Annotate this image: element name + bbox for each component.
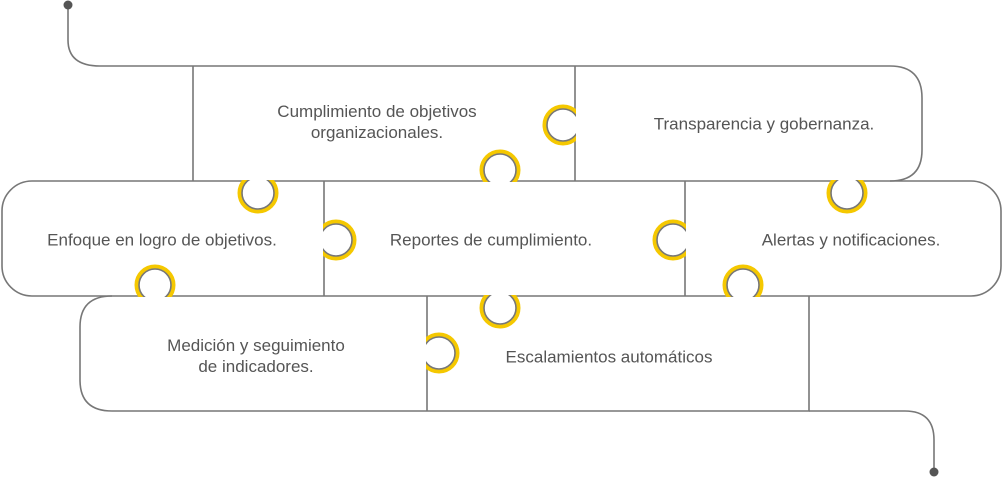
puzzle-knob-icon	[303, 218, 357, 262]
puzzle-knob-icon	[721, 264, 765, 317]
puzzle-knob-icon	[825, 160, 869, 214]
piece-enfoque: Enfoque en logro de objetivos.	[47, 230, 277, 250]
puzzle-knob-icon	[406, 331, 460, 375]
top-connector-line	[67, 5, 923, 182]
end-dot	[929, 467, 939, 477]
piece-transparencia: Transparencia y gobernanza.	[653, 114, 875, 134]
puzzle-knob-icon	[478, 149, 522, 202]
puzzle-knob-icon	[542, 103, 596, 147]
puzzle-knob-icon	[478, 275, 522, 329]
bottom-connector-line	[809, 410, 935, 472]
puzzle-knob-icon	[236, 160, 280, 214]
piece-escalamientos: Escalamientos automáticos	[505, 347, 713, 367]
puzzle-knob-icon	[652, 218, 706, 262]
puzzle-knob-icon	[133, 264, 177, 317]
start-dot	[63, 0, 73, 10]
piece-reportes: Reportes de cumplimiento.	[389, 230, 593, 250]
piece-alertas: Alertas y notificaciones.	[761, 230, 941, 250]
